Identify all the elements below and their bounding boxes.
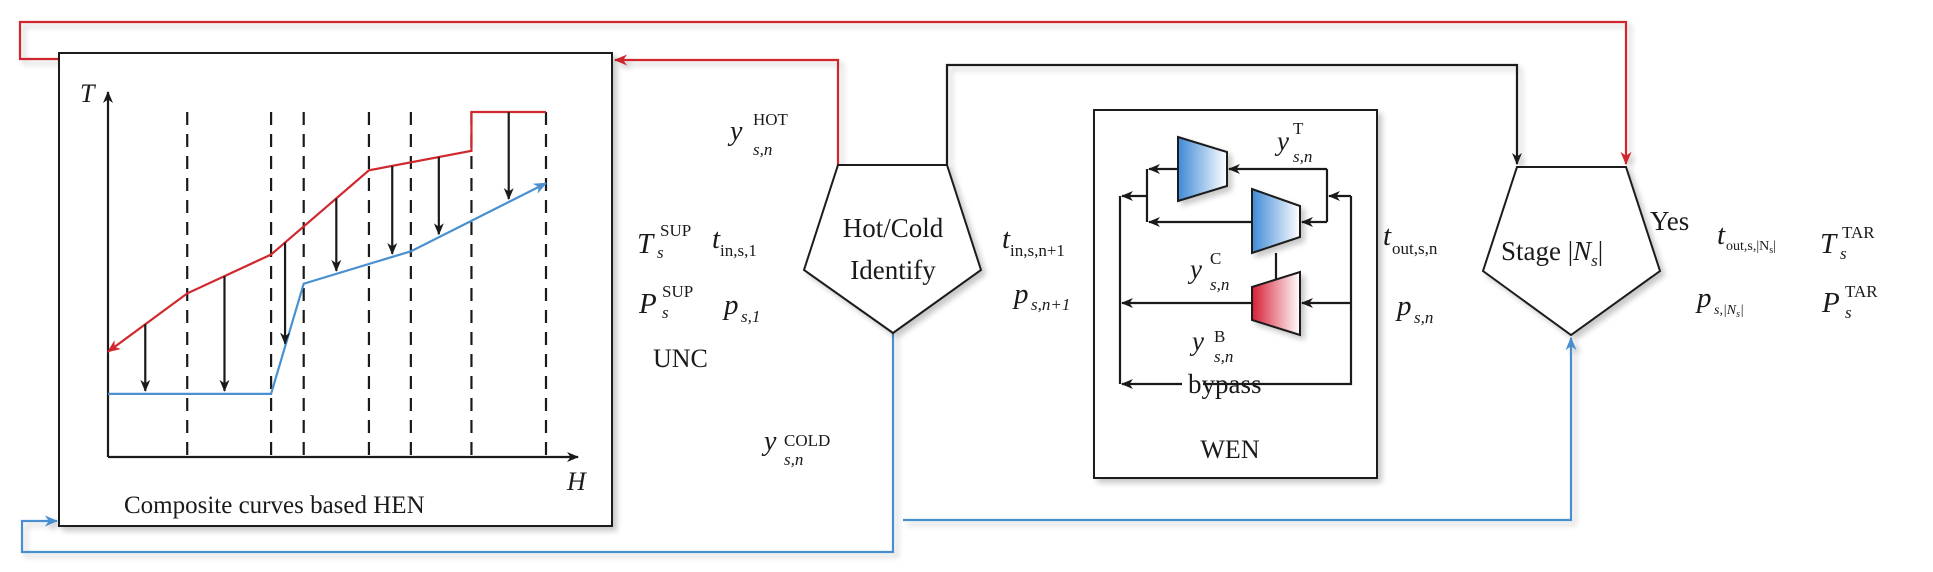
svg-text:SUP: SUP	[660, 221, 691, 240]
wen-outer-right-line	[1203, 196, 1353, 386]
p-n-label: p s,n	[1395, 290, 1433, 327]
bypass-to-stage-arrow	[945, 63, 1522, 165]
svg-text:SUP: SUP	[662, 282, 693, 301]
cold-stream-feedback-loop	[20, 333, 1577, 554]
svg-text:t: t	[1383, 220, 1392, 252]
svg-text:C: C	[1210, 249, 1221, 268]
stage-label: Stage |Ns|	[1501, 236, 1603, 270]
svg-text:t: t	[1717, 219, 1726, 251]
svg-text:TAR: TAR	[1845, 282, 1878, 301]
P-tar-label: P TAR s	[1821, 282, 1878, 322]
svg-text:s,n: s,n	[753, 140, 772, 159]
svg-text:T: T	[637, 228, 655, 260]
svg-text:TAR: TAR	[1842, 223, 1875, 242]
svg-text:y: y	[1187, 254, 1202, 284]
hen-to-stage-arrow	[903, 336, 1577, 522]
svg-text:T: T	[1293, 119, 1304, 138]
svg-text:s,n: s,n	[1210, 275, 1229, 294]
stage-node[interactable]: Stage |Ns|	[1481, 166, 1662, 337]
y-B-label: y B s,n	[1189, 326, 1233, 366]
cold-composite-curve	[108, 182, 547, 395]
svg-text:s,n: s,n	[1414, 308, 1433, 327]
svg-text:s,n: s,n	[784, 450, 803, 469]
svg-text:y: y	[1189, 326, 1204, 356]
svg-text:s: s	[662, 303, 669, 322]
T-sup-label: T SUP s	[637, 221, 691, 262]
unc-label: UNC	[653, 344, 708, 373]
svg-text:y: y	[1274, 126, 1289, 156]
svg-text:s,n: s,n	[1293, 147, 1312, 166]
wen-box: y T s,n y C s,n y B s,n bypass WEN	[1093, 109, 1378, 479]
svg-text:t: t	[712, 223, 721, 255]
svg-text:s,|Ns|: s,|Ns|	[1714, 303, 1744, 320]
svg-text:s: s	[1840, 244, 1847, 263]
p-N-label: p s,|Ns|	[1695, 282, 1744, 320]
t-out-N-label: t out,s,|Ns|	[1717, 219, 1776, 256]
svg-text:HOT: HOT	[753, 110, 789, 129]
svg-text:COLD: COLD	[784, 431, 830, 450]
svg-text:p: p	[1695, 282, 1712, 314]
svg-text:t: t	[1002, 223, 1011, 255]
hot-cold-label-line2: Identify	[850, 255, 936, 285]
hot-stream-to-hen-arrow	[613, 54, 840, 165]
p-1-label: p s,1	[722, 289, 760, 326]
svg-text:y: y	[727, 116, 743, 147]
composite-curves-chart	[103, 91, 579, 462]
wen-label: WEN	[1200, 435, 1259, 464]
T-tar-label: T TAR s	[1820, 223, 1875, 263]
cold-stream-to-hen-arrow	[20, 333, 895, 554]
y-C-label: y C s,n	[1187, 249, 1229, 294]
hen-box: T H Composite curves based HEN	[58, 52, 613, 527]
hot-cold-identify-node[interactable]: Hot/Cold Identify	[802, 164, 983, 335]
turbine-icon[interactable]	[1177, 135, 1228, 203]
turbine-icon[interactable]	[1251, 187, 1301, 255]
y-axis-label: T	[80, 79, 96, 108]
svg-text:out,s,|Ns|: out,s,|Ns|	[1726, 239, 1776, 256]
svg-text:s: s	[657, 243, 664, 262]
y-cold-label: y COLD s,n	[761, 426, 830, 469]
y-hot-label: y HOT s,n	[727, 110, 789, 159]
hen-box-label: Composite curves based HEN	[124, 492, 425, 519]
svg-text:s: s	[1845, 303, 1852, 322]
compressor-icon[interactable]	[1251, 270, 1301, 337]
bypass-label: bypass	[1188, 369, 1262, 399]
svg-text:in,s,1: in,s,1	[720, 241, 757, 260]
hot-loop-to-stage-arrow	[18, 20, 1632, 166]
t-in-1-label: t in,s,1	[712, 223, 757, 260]
svg-text:s,n+1: s,n+1	[1031, 295, 1070, 314]
x-axis-label: H	[566, 467, 587, 496]
svg-text:s,1: s,1	[741, 307, 760, 326]
t-in-n1-label: t in,s,n+1	[1002, 223, 1065, 260]
svg-text:B: B	[1214, 327, 1225, 346]
svg-text:P: P	[1821, 287, 1840, 319]
y-T-label: y T s,n	[1274, 119, 1312, 166]
svg-text:in,s,n+1: in,s,n+1	[1010, 241, 1065, 260]
P-sup-label: P SUP s	[638, 282, 693, 322]
svg-text:p: p	[722, 289, 739, 321]
hot-stream-feedback-loop	[18, 20, 1632, 166]
yes-label: Yes	[1650, 206, 1689, 236]
t-out-n-label: t out,s,n	[1383, 220, 1438, 258]
svg-text:p: p	[1395, 290, 1412, 322]
svg-text:p: p	[1012, 278, 1029, 310]
svg-text:s,n: s,n	[1214, 347, 1233, 366]
svg-text:P: P	[638, 288, 657, 320]
hot-cold-label-line1: Hot/Cold	[843, 213, 944, 243]
p-n1-label: p s,n+1	[1012, 278, 1070, 314]
hot-composite-curve	[107, 110, 546, 353]
svg-text:T: T	[1820, 228, 1838, 260]
svg-text:y: y	[761, 426, 777, 457]
svg-text:out,s,n: out,s,n	[1392, 239, 1438, 258]
